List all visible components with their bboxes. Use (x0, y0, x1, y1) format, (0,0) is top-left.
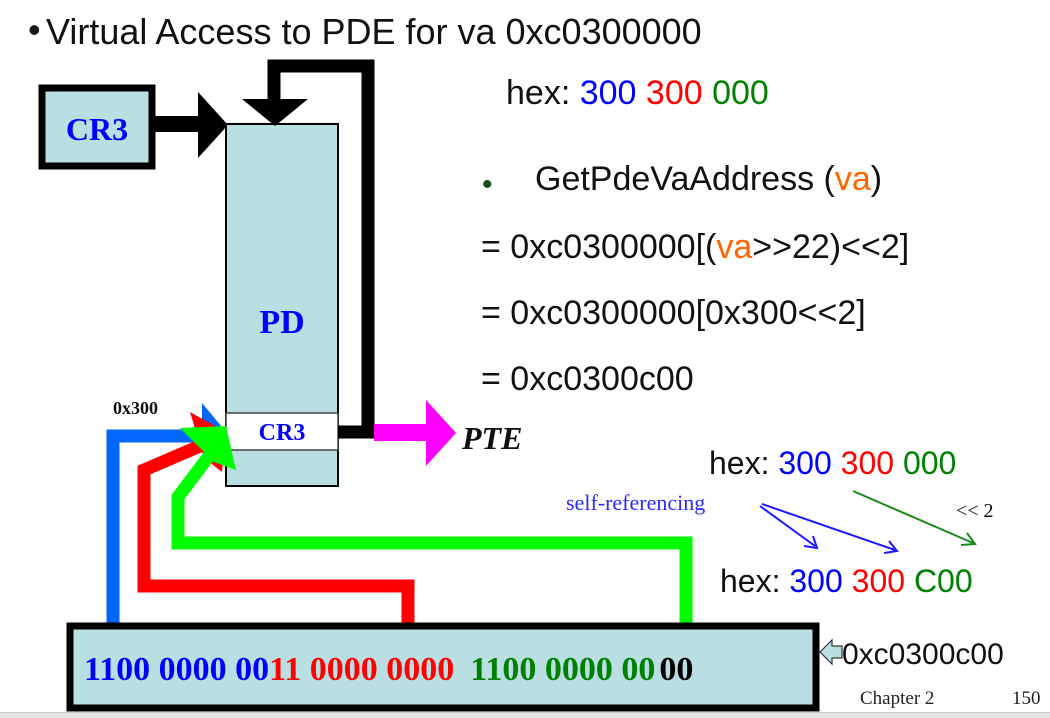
footer-divider (0, 712, 1050, 718)
shift-label: << 2 (956, 500, 994, 522)
formula-line-3: = 0xc0300c00 (481, 360, 694, 398)
title-bullet: • (28, 9, 41, 50)
pd-entry-cr3 (225, 412, 339, 451)
green-offset-path (171, 426, 693, 625)
formula-function: GetPdeVaAddress (va) (535, 160, 882, 198)
binary-address-box (66, 622, 820, 712)
formula-line-1: = 0xc0300000[(va>>22)<<2] (481, 228, 909, 266)
address-pointer-icon (819, 638, 843, 666)
hex-shifted: hex: 300 300 C00 (720, 563, 973, 599)
cr3-label: CR3 (66, 111, 128, 147)
hex-original: hex: 300 300 000 (709, 445, 956, 481)
shift-arrow (852, 490, 977, 546)
pte-arrow (374, 400, 456, 466)
self-ref-arrows (759, 503, 899, 554)
pd-entry-label: CR3 (259, 420, 306, 446)
index-label: 0x300 (113, 398, 158, 418)
footer-page-number: 150 (1012, 688, 1041, 709)
cr3-to-pd-arrow (155, 92, 228, 158)
formula-bullet: • (482, 168, 493, 201)
self-reference-loop (242, 59, 375, 439)
address-label: 0xc0300c00 (842, 638, 1004, 671)
self-referencing-label: self-referencing (566, 490, 705, 515)
pd-label: PD (259, 304, 304, 341)
footer-chapter: Chapter 2 (860, 688, 934, 709)
hex-top: hex: 300 300 000 (506, 74, 769, 112)
pte-label: PTE (461, 420, 522, 456)
cr3-register-box (38, 84, 156, 170)
formula-line-2: = 0xc0300000[0x300<<2] (481, 294, 866, 332)
slide-title: Virtual Access to PDE for va 0xc0300000 (46, 11, 702, 52)
